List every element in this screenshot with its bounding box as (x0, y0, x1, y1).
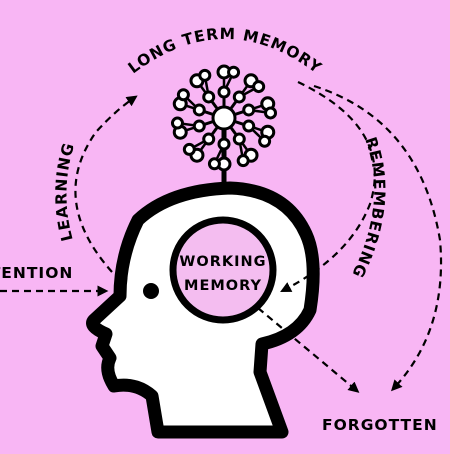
working-memory-label-line2: MEMORY (184, 278, 262, 294)
neuron-node (232, 90, 246, 104)
neuron-node (242, 119, 256, 133)
neuron-node (258, 134, 272, 148)
neuron-node (170, 116, 184, 130)
neuron-node (211, 105, 237, 131)
neuron-node (264, 106, 278, 120)
neuron-node (176, 88, 190, 102)
neuron-node (236, 154, 250, 168)
neuron-network-icon (170, 64, 278, 172)
neuron-node (217, 85, 231, 99)
neuron-node (182, 142, 196, 156)
neuron-node (207, 157, 221, 171)
learning-arrow (74, 95, 138, 273)
neuron-node (227, 65, 241, 79)
working-memory-circle (169, 216, 277, 324)
long-term-forgetting-arrow (313, 84, 443, 392)
neuron-node (252, 80, 266, 94)
neuron-node (202, 132, 216, 146)
neuron-node (192, 119, 206, 133)
forgotten-label: FORGOTTEN (322, 416, 438, 434)
neuron-node (217, 137, 231, 151)
neuron-node (198, 68, 212, 82)
working-memory-label-line1: WORKING (179, 254, 266, 270)
eye-icon (143, 283, 159, 299)
remembering-arrow (280, 81, 376, 293)
attention-label: ATTENTION (0, 264, 73, 282)
neuron-node (202, 90, 216, 104)
neuron-node (242, 103, 256, 117)
working-forgetting-arrow (257, 307, 360, 393)
neuron-node (232, 132, 246, 146)
neuron-node (192, 103, 206, 117)
